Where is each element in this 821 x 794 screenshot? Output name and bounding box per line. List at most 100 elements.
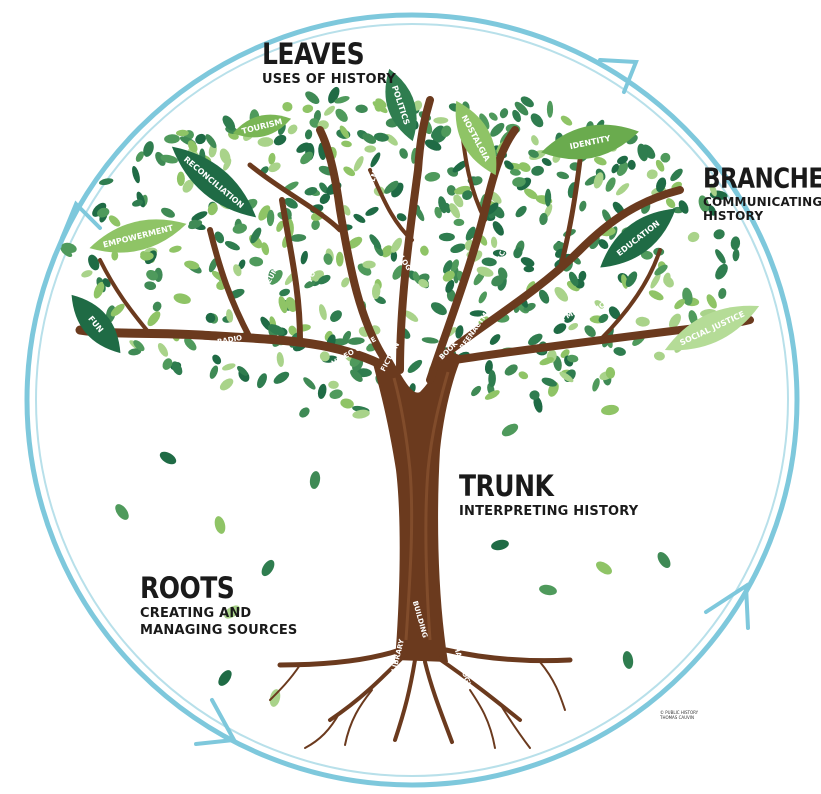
credit-line-2: THOMAS CAUVIN: [660, 714, 694, 720]
foliage-leaf: [653, 351, 665, 361]
ring-arrow-bottom-left: [194, 698, 238, 746]
foliage-leaf: [146, 269, 159, 281]
foliage-leaf: [97, 207, 110, 218]
foliage-leaf: [311, 219, 320, 231]
foliage-leaf: [518, 162, 531, 172]
foliage-leaf: [184, 337, 197, 351]
foliage-leaf: [390, 237, 403, 253]
foliage-leaf: [414, 206, 425, 222]
foliage-leaf: [418, 279, 429, 288]
foliage-leaf: [444, 202, 451, 214]
foliage-leaf: [162, 358, 173, 370]
foliage-leaf: [362, 133, 377, 144]
foliage-leaf: [663, 276, 674, 288]
foliage-leaf: [304, 129, 313, 140]
falling-leaf: [539, 584, 557, 596]
root: [393, 658, 417, 742]
foliage-leaf: [169, 245, 182, 253]
foliage-leaf: [133, 340, 145, 352]
foliage-leaf: [453, 218, 465, 226]
foliage-leaf: [188, 219, 199, 227]
foliage-leaf: [372, 101, 388, 114]
foliage-leaf: [111, 250, 119, 261]
foliage-leaf: [238, 259, 246, 270]
foliage-leaf: [605, 367, 616, 379]
foliage-leaf: [462, 190, 473, 200]
foliage-leaf: [465, 226, 476, 241]
branch: [98, 258, 152, 336]
foliage-leaf: [184, 260, 200, 270]
foliage-leaf: [157, 343, 169, 357]
foliage-leaf: [553, 323, 567, 334]
foliage-leaf: [182, 179, 194, 193]
foliage-leaf: [476, 266, 494, 277]
branch: [316, 126, 388, 362]
foliage-leaf: [237, 366, 248, 376]
trunk-highlight: [392, 377, 414, 641]
foliage-leaf: [698, 195, 709, 213]
foliage-leaf: [99, 178, 114, 186]
foliage-leaf: [285, 297, 297, 312]
foliage-leaf: [488, 112, 498, 121]
branch: [557, 157, 583, 273]
foliage-leaf: [161, 207, 175, 218]
foliage-leaf: [191, 211, 208, 221]
leaves-subtitle: USES OF HISTORY: [262, 71, 396, 87]
foliage-leaf: [353, 156, 364, 172]
foliage-leaf: [674, 298, 685, 310]
leaf-politics: POLITICS: [385, 68, 417, 142]
foliage-leaf: [249, 256, 264, 267]
foliage-leaf: [484, 360, 493, 375]
foliage-leaf: [445, 279, 455, 293]
foliage-leaf: [176, 171, 185, 187]
branches: [75, 96, 754, 384]
foliage-leaf: [514, 101, 529, 116]
foliage-leaf: [329, 389, 343, 399]
foliage-leaf: [593, 172, 604, 189]
foliage-leaf: [497, 267, 508, 280]
foliage-leaf: [224, 241, 240, 251]
foliage-leaf: [369, 234, 382, 250]
foliage-leaf: [520, 257, 535, 267]
foliage-leaf: [299, 407, 310, 418]
foliage-leaf: [323, 253, 333, 265]
foliage-leaf: [268, 152, 276, 165]
root: [277, 647, 403, 668]
foliage-leaf: [257, 137, 274, 147]
foliage-leaf: [140, 251, 154, 261]
foliage-leaf: [513, 247, 523, 259]
foliage-leaf: [635, 316, 650, 327]
foliage-leaf: [637, 143, 648, 162]
foliage-leaf: [556, 171, 570, 180]
foliage-leaf: [269, 270, 283, 285]
foliage-leaf: [613, 347, 626, 356]
root-label-monument: MONUMENT: [413, 676, 431, 724]
falling-leaf: [214, 516, 226, 534]
foliage-leaf: [362, 260, 376, 269]
falling-leaf: [115, 504, 129, 520]
foliage-leaf: [446, 185, 456, 196]
root-label-archives: ARCHIVES: [460, 580, 485, 619]
foliage-leaf: [160, 154, 178, 164]
foliage-leaf: [481, 257, 497, 267]
foliage-leaf: [403, 310, 419, 322]
branch: [279, 197, 303, 343]
falling-leaf: [596, 561, 612, 575]
foliage-leaf: [478, 291, 487, 304]
foliage-leaf: [81, 270, 93, 278]
foliage-leaf: [670, 168, 683, 182]
foliage-leaf: [546, 100, 554, 118]
foliage-leaf: [258, 205, 271, 221]
foliage-leaf: [273, 134, 287, 146]
trunk: [372, 350, 462, 662]
foliage-leaf: [687, 231, 700, 243]
foliage-leaf: [424, 171, 441, 182]
leaf-identity: IDENTITY: [541, 124, 639, 160]
foliage-leaf: [541, 377, 557, 387]
leaf-shape: [89, 219, 187, 253]
foliage-leaf: [110, 303, 125, 317]
falling-leaf: [159, 451, 177, 465]
ring-arrow-left: [60, 200, 102, 240]
foliage-leaf: [214, 231, 225, 244]
foliage-leaf: [715, 249, 726, 264]
